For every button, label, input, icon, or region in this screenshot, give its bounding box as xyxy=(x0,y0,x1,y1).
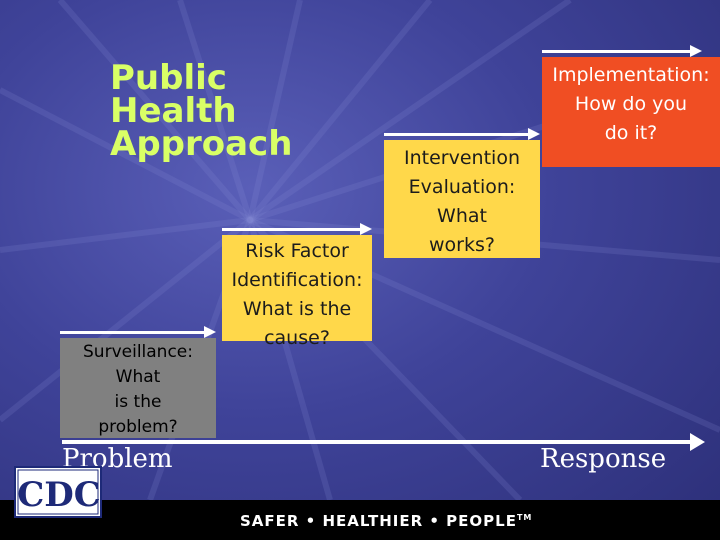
tagline-text: SAFER • HEALTHIER • PEOPLE xyxy=(240,512,517,530)
step-arrow-intervention xyxy=(384,128,540,140)
trademark-mark: TM xyxy=(516,513,533,522)
slide-title: Public Health Approach xyxy=(110,58,293,164)
step-intervention: Intervention Evaluation: What works? xyxy=(384,140,540,258)
cdc-logo: CDC xyxy=(14,466,102,518)
footer-tagline: SAFER • HEALTHIER • PEOPLETM xyxy=(240,512,532,530)
axis-end-label: Response xyxy=(540,444,667,474)
logo-text: CDC xyxy=(17,475,101,515)
step-implementation: Implementation: How do you do it? xyxy=(542,57,720,167)
footer-bar xyxy=(0,500,720,540)
step-surveillance: Surveillance: What is the problem? xyxy=(60,338,216,438)
step-arrow-surveillance xyxy=(60,326,216,338)
problem-response-arrow xyxy=(62,433,705,451)
step-risk-factor: Risk Factor Identification: What is the … xyxy=(222,235,372,349)
step-arrow-risk-factor xyxy=(222,223,372,235)
step-arrow-implementation xyxy=(542,45,702,57)
